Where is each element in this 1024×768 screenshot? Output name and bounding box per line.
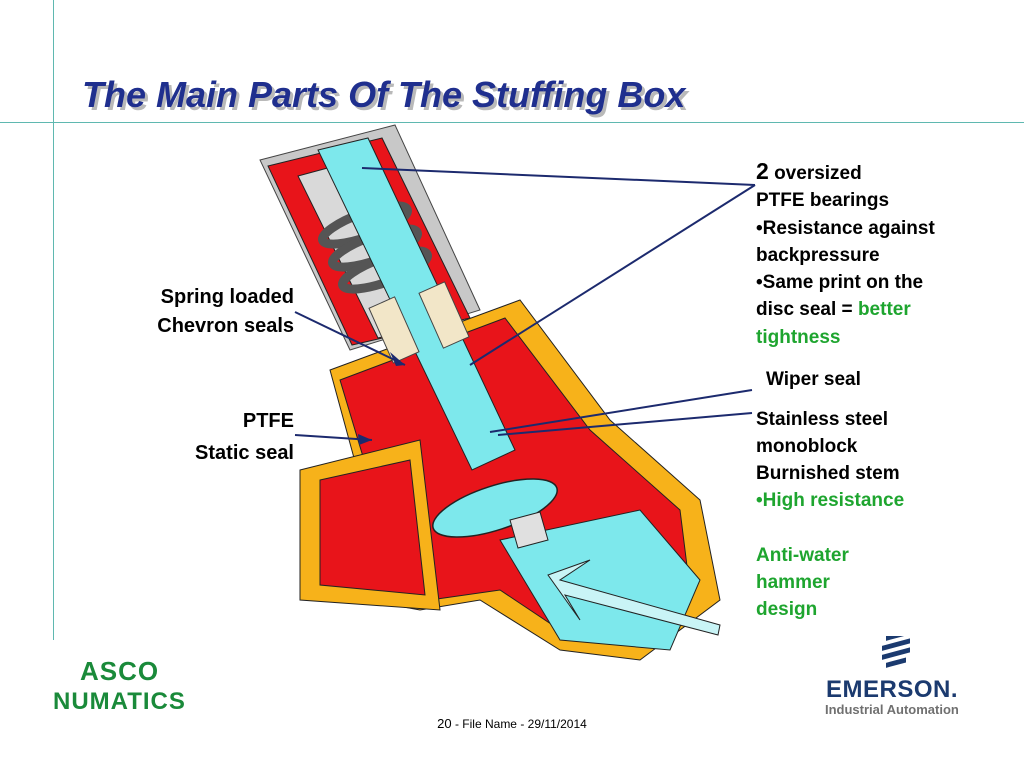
chevron-seals: [368, 281, 470, 364]
label-spring-loaded: Spring loaded: [160, 286, 294, 308]
asco-logo-top: ASCO: [80, 656, 160, 686]
pointer-lines: [294, 167, 756, 441]
label-antiwater-line2: hammer: [756, 572, 830, 593]
label-bearings-bullet1b: backpressure: [756, 245, 880, 266]
label-stem-line3: Burnished stem: [756, 463, 900, 484]
label-wiper-seal: Wiper seal: [766, 369, 861, 390]
emerson-logo-text: EMERSON.: [826, 676, 959, 703]
label-bearings-line2: PTFE bearings: [756, 190, 890, 211]
label-bearings-bullet2b: disc seal = better: [756, 296, 911, 323]
label-bearings-line1: 2 oversized: [756, 158, 862, 187]
label-chevron-seals: Chevron seals: [157, 315, 294, 337]
vertical-guide-line: [53, 0, 54, 640]
label-stem-line2: monoblock: [756, 436, 858, 457]
horizontal-guide-line: [0, 122, 1024, 123]
disc-seal-text: disc seal =: [756, 299, 858, 320]
emerson-emblem-icon: [882, 636, 910, 668]
label-static-seal: Static seal: [195, 442, 294, 464]
emerson-logo-subtitle: Industrial Automation: [825, 702, 959, 717]
bearings-oversized: oversized: [768, 163, 862, 184]
page-number: 20: [437, 716, 452, 731]
bearings-count: 2: [756, 158, 769, 184]
better-text: better: [857, 299, 911, 320]
asco-logo-bottom: NUMATICS: [53, 688, 186, 715]
label-high-resistance: •High resistance: [756, 490, 905, 511]
label-antiwater-line1: Anti-water: [756, 545, 849, 566]
label-tightness: tightness: [756, 327, 841, 348]
footer: 20 - File Name - 29/11/2014: [0, 716, 1024, 731]
label-bearings-bullet1a: •Resistance against: [756, 218, 935, 239]
label-bearings-bullet2a: •Same print on the: [756, 272, 924, 293]
label-stem-line1: Stainless steel: [756, 409, 889, 430]
label-antiwater-line3: design: [756, 599, 818, 620]
label-ptfe: PTFE: [242, 410, 294, 432]
page-title: The Main Parts Of The Stuffing Box: [82, 74, 686, 115]
footer-text: - File Name - 29/11/2014: [451, 717, 587, 731]
